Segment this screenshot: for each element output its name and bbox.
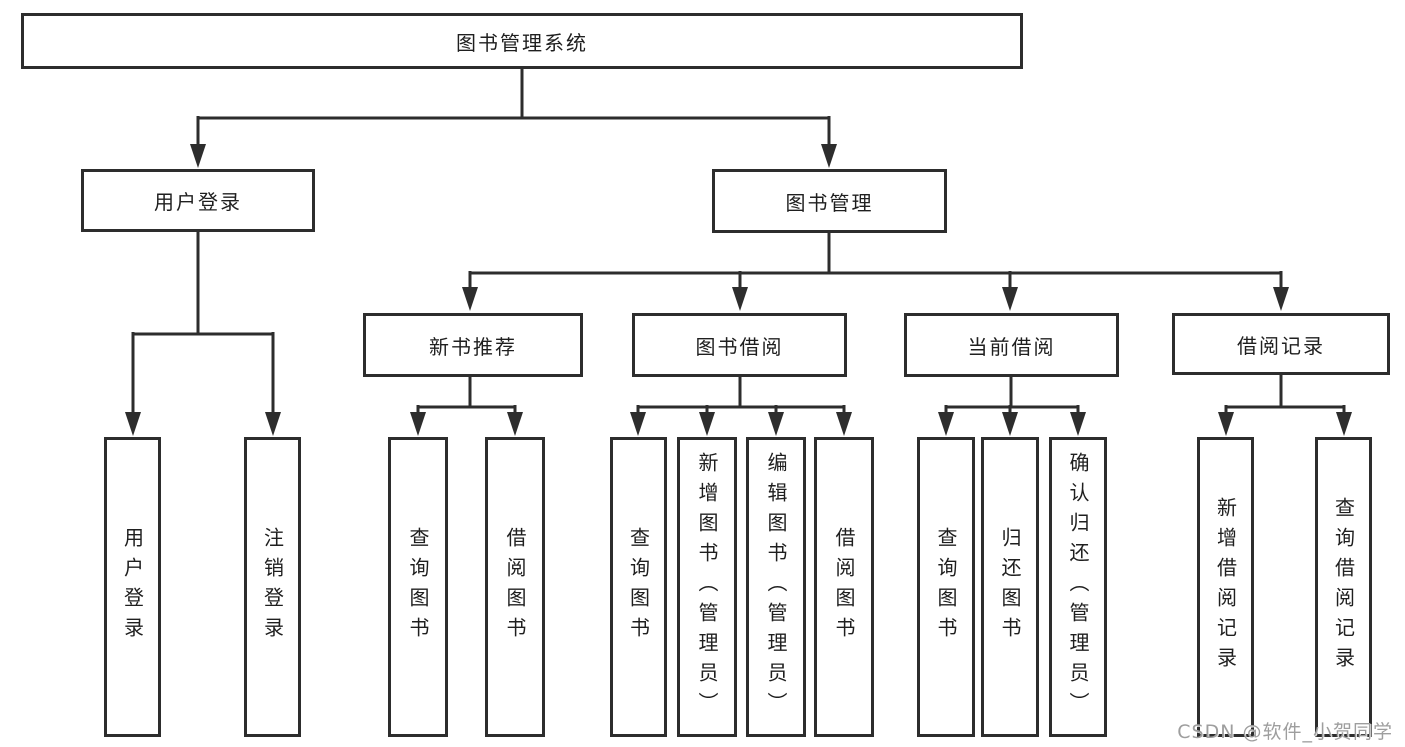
node-new-book-recommend: 新书推荐	[363, 313, 583, 377]
node-label: 查询图书	[406, 527, 430, 647]
node-label: 新增借阅记录	[1213, 497, 1238, 677]
node-query-books-recommend: 查询图书	[388, 437, 448, 737]
node-logout: 注销登录	[244, 437, 301, 737]
node-user-login: 用户登录	[81, 169, 315, 232]
node-borrow-books-recommend: 借阅图书	[485, 437, 545, 737]
node-query-books-borrow: 查询图书	[610, 437, 667, 737]
node-label: 用户登录	[154, 190, 242, 214]
csdn-watermark: CSDN @软件_小贺同学	[1177, 721, 1393, 743]
node-label: 归还图书	[998, 527, 1022, 647]
node-label: 注销登录	[260, 527, 285, 647]
node-current-borrow: 当前借阅	[904, 313, 1119, 377]
node-label: 查询图书	[934, 527, 958, 647]
node-borrow-records: 借阅记录	[1172, 313, 1390, 375]
node-label: 图书借阅	[695, 334, 784, 359]
node-library-system: 图书管理系统	[21, 13, 1023, 69]
node-label: 编辑图书（管理员）	[764, 452, 788, 722]
node-label: 确认归还（管理员）	[1066, 452, 1090, 722]
node-label: 新增图书（管理员）	[695, 452, 719, 722]
node-label: 借阅图书	[832, 527, 856, 647]
node-add-books-admin: 新增图书（管理员）	[677, 437, 737, 737]
node-label: 新书推荐	[429, 334, 517, 359]
node-book-borrow: 图书借阅	[632, 313, 847, 377]
node-label: 图书管理	[785, 190, 874, 215]
node-edit-books-admin: 编辑图书（管理员）	[746, 437, 806, 737]
node-query-books-current: 查询图书	[917, 437, 975, 737]
node-label: 用户登录	[120, 527, 145, 647]
node-add-borrow-record: 新增借阅记录	[1197, 437, 1254, 737]
node-user-login-leaf: 用户登录	[104, 437, 161, 737]
node-book-management: 图书管理	[712, 169, 947, 233]
node-label: 查询借阅记录	[1331, 497, 1356, 677]
node-borrow-books: 借阅图书	[814, 437, 874, 737]
node-label: 借阅记录	[1237, 333, 1325, 358]
node-label: 图书管理系统	[456, 30, 588, 55]
node-label: 借阅图书	[503, 527, 527, 647]
node-label: 查询图书	[626, 527, 651, 647]
node-label: 当前借阅	[967, 334, 1056, 359]
node-return-books: 归还图书	[981, 437, 1039, 737]
node-confirm-return-admin: 确认归还（管理员）	[1049, 437, 1107, 737]
node-query-borrow-record: 查询借阅记录	[1315, 437, 1372, 737]
